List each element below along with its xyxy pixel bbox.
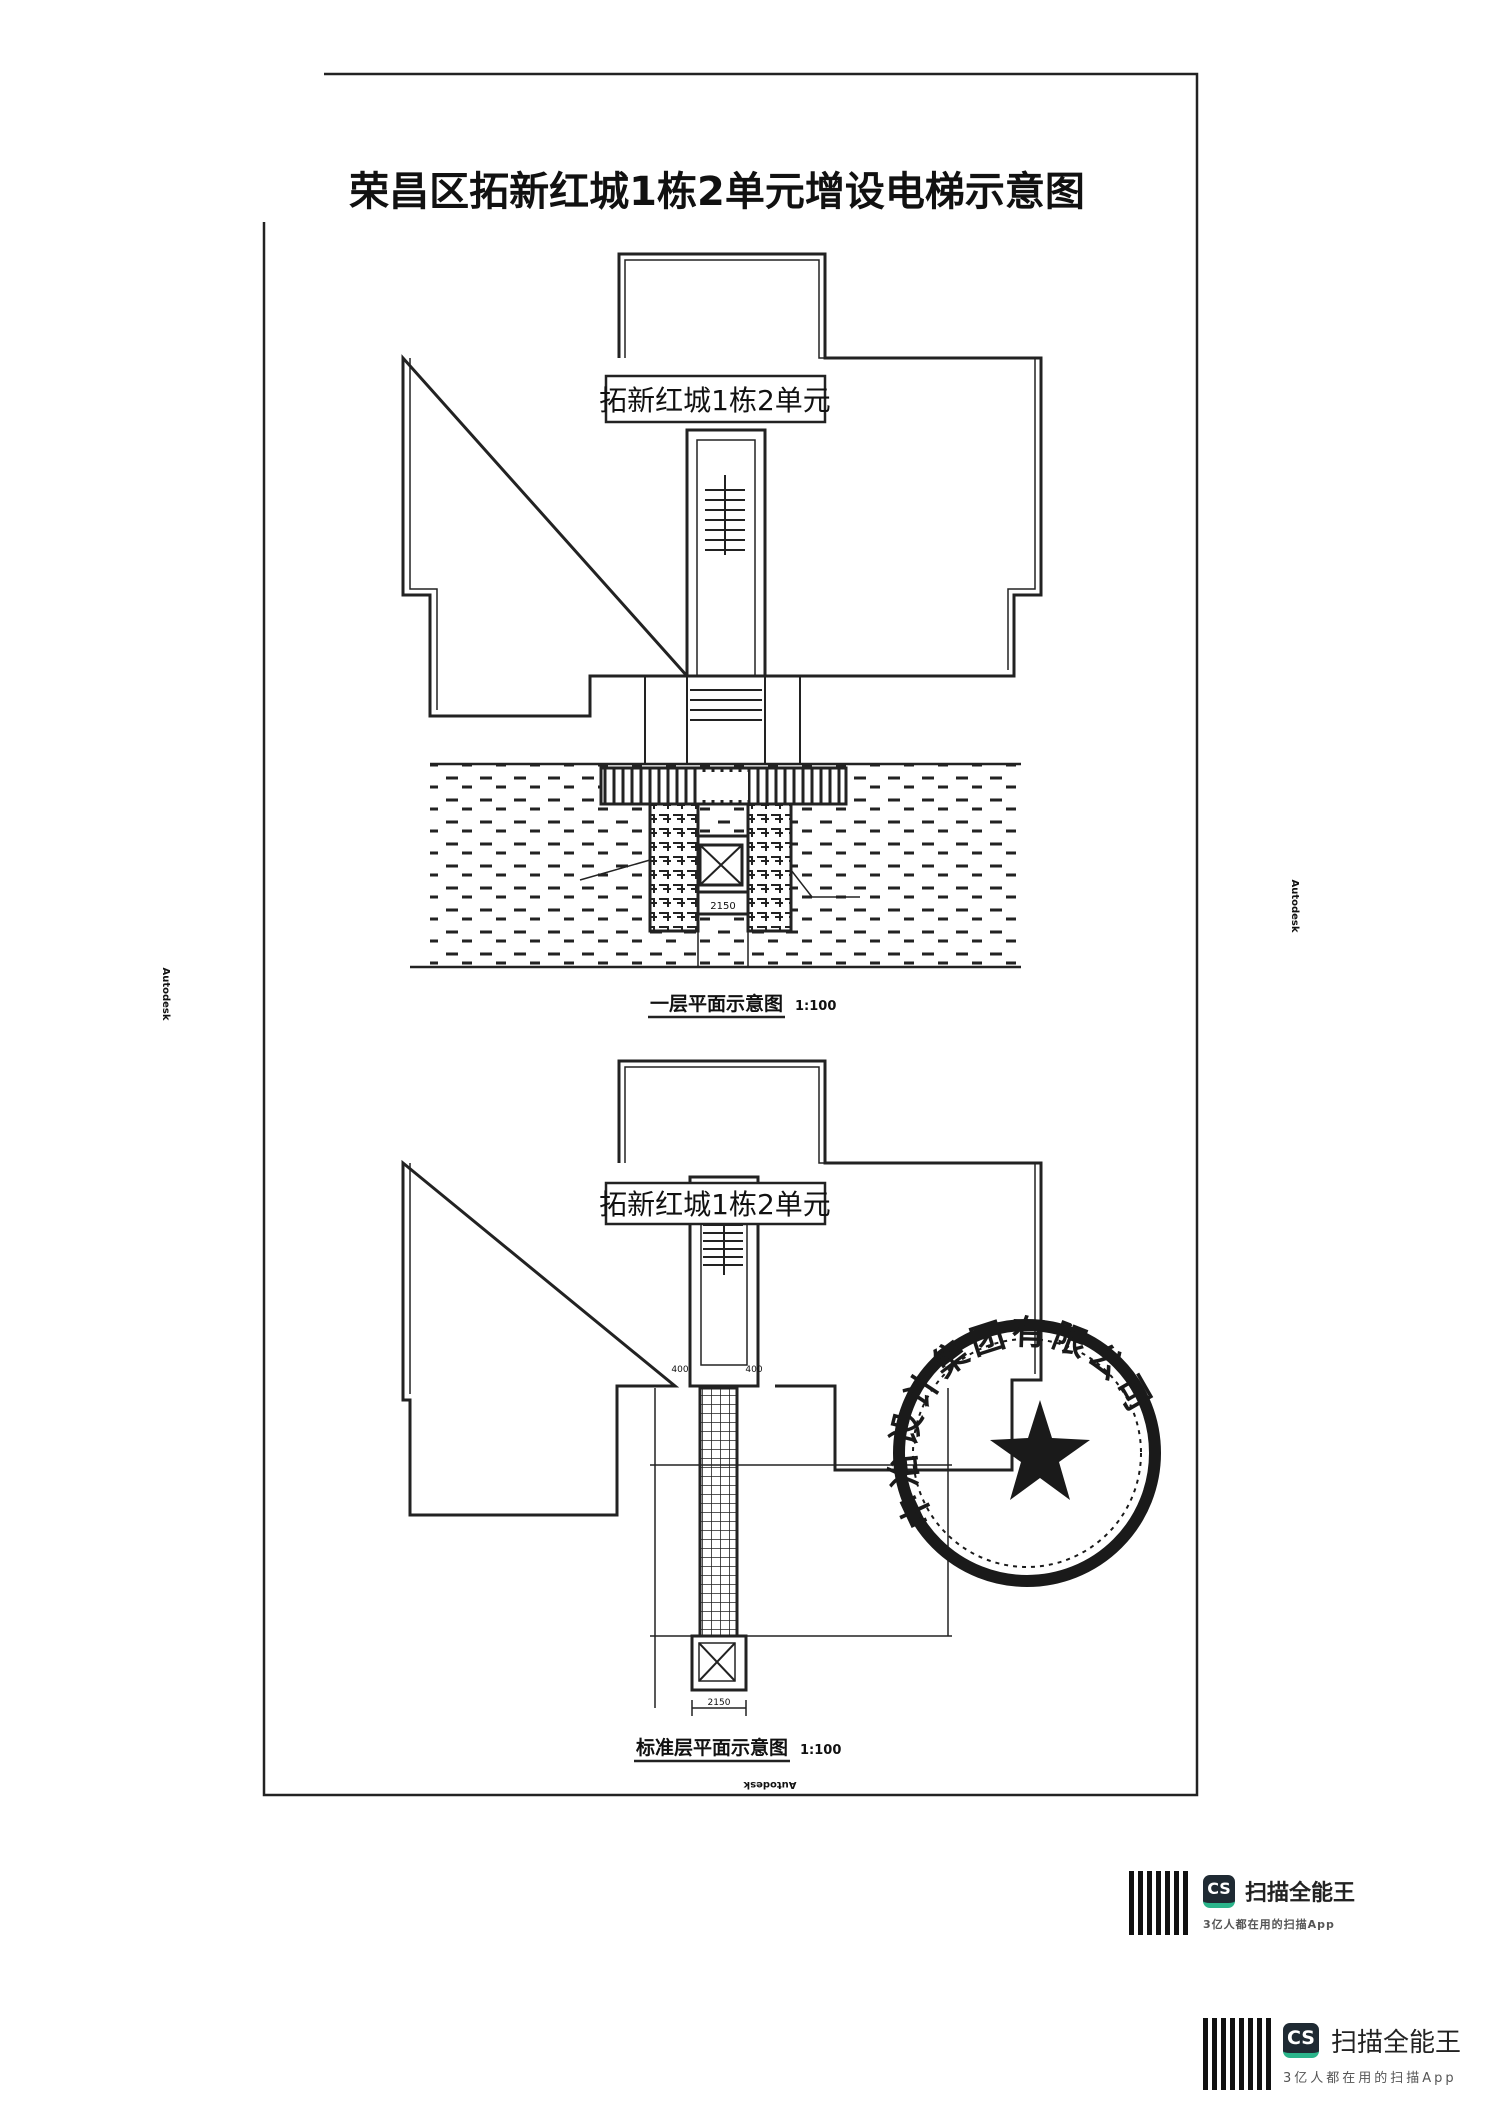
svg-text:中冶设计集团有限公司: 中冶设计集团有限公司 [883, 1313, 1161, 1534]
autodesk-watermark-bottom: Autodesk [743, 1779, 796, 1790]
standard-plan-scale: 1:100 [800, 1743, 841, 1758]
camscanner-logo: CS [1203, 1874, 1235, 1908]
company-stamp: 中冶设计集团有限公司 [883, 1313, 1161, 1587]
standard-plan-label-box [604, 1181, 827, 1226]
scanner-tagline: 3亿人都在用的扫描App [1203, 1917, 1335, 1931]
autodesk-watermark-left: Autodesk [160, 967, 171, 1020]
standard-plan-dimension: 2150 [708, 1698, 731, 1708]
qr-code-icon [1203, 2018, 1271, 2090]
ground-plan-label-box [604, 374, 827, 424]
camscanner-logo: CS [1283, 2023, 1319, 2058]
autodesk-watermark-right: Autodesk [1289, 879, 1300, 932]
standard-dim-left: 400 [671, 1365, 688, 1375]
standard-dim-right: 400 [745, 1365, 762, 1375]
scanner-brand: 扫描全能王 [1245, 1881, 1356, 1906]
qr-code-icon [1129, 1871, 1191, 1935]
scanner-watermark: CS 扫描全能王 3亿人都在用的扫描App [1129, 1871, 1355, 1935]
ground-floor-plan [401, 252, 1043, 969]
standard-plan-label: 拓新红城1栋2单元 [599, 1188, 831, 1221]
standard-plan-caption: 标准层平面示意图 [636, 1736, 788, 1759]
star-icon [990, 1400, 1090, 1500]
ground-plan-caption: 一层平面示意图 [650, 992, 783, 1015]
ground-plan-scale: 1:100 [795, 999, 836, 1014]
ground-plan-dimension: 2150 [710, 901, 735, 912]
sheet-frame [262, 72, 1199, 1797]
standard-floor-plan [401, 1059, 1043, 1716]
scanner-tagline: 3亿人都在用的扫描App [1283, 2071, 1457, 2086]
ground-plan-label: 拓新红城1栋2单元 [599, 384, 831, 417]
scanner-watermark: CS 扫描全能王 3亿人都在用的扫描App [1203, 2018, 1461, 2090]
document-title: 荣昌区拓新红城1栋2单元增设电梯示意图 [349, 169, 1085, 215]
scanner-brand: 扫描全能王 [1331, 2028, 1462, 2058]
